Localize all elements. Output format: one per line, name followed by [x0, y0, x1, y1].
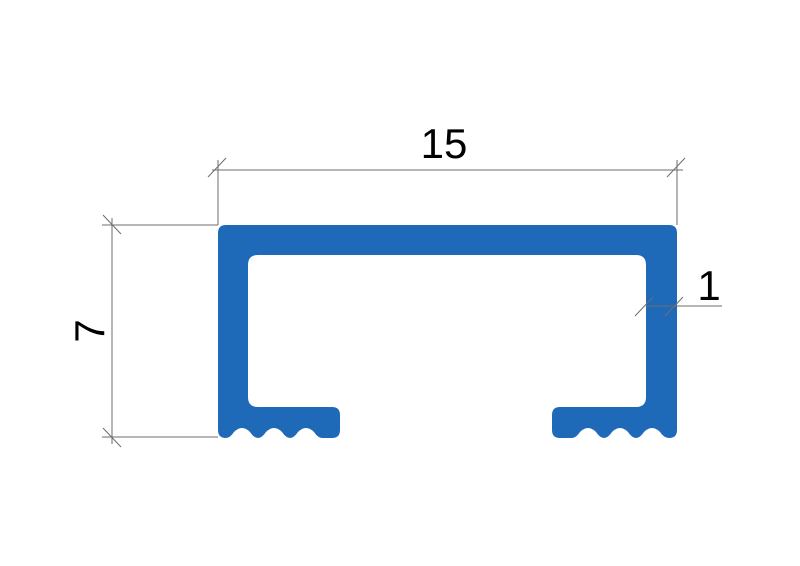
width-label: 15: [421, 120, 468, 167]
height-label: 7: [66, 319, 113, 342]
channel-profile: [218, 225, 677, 438]
height-dimension: [102, 214, 218, 448]
wall-thickness-dimension: [634, 296, 722, 317]
width-dimension: [207, 157, 686, 225]
wall-thickness-label: 1: [697, 262, 720, 309]
